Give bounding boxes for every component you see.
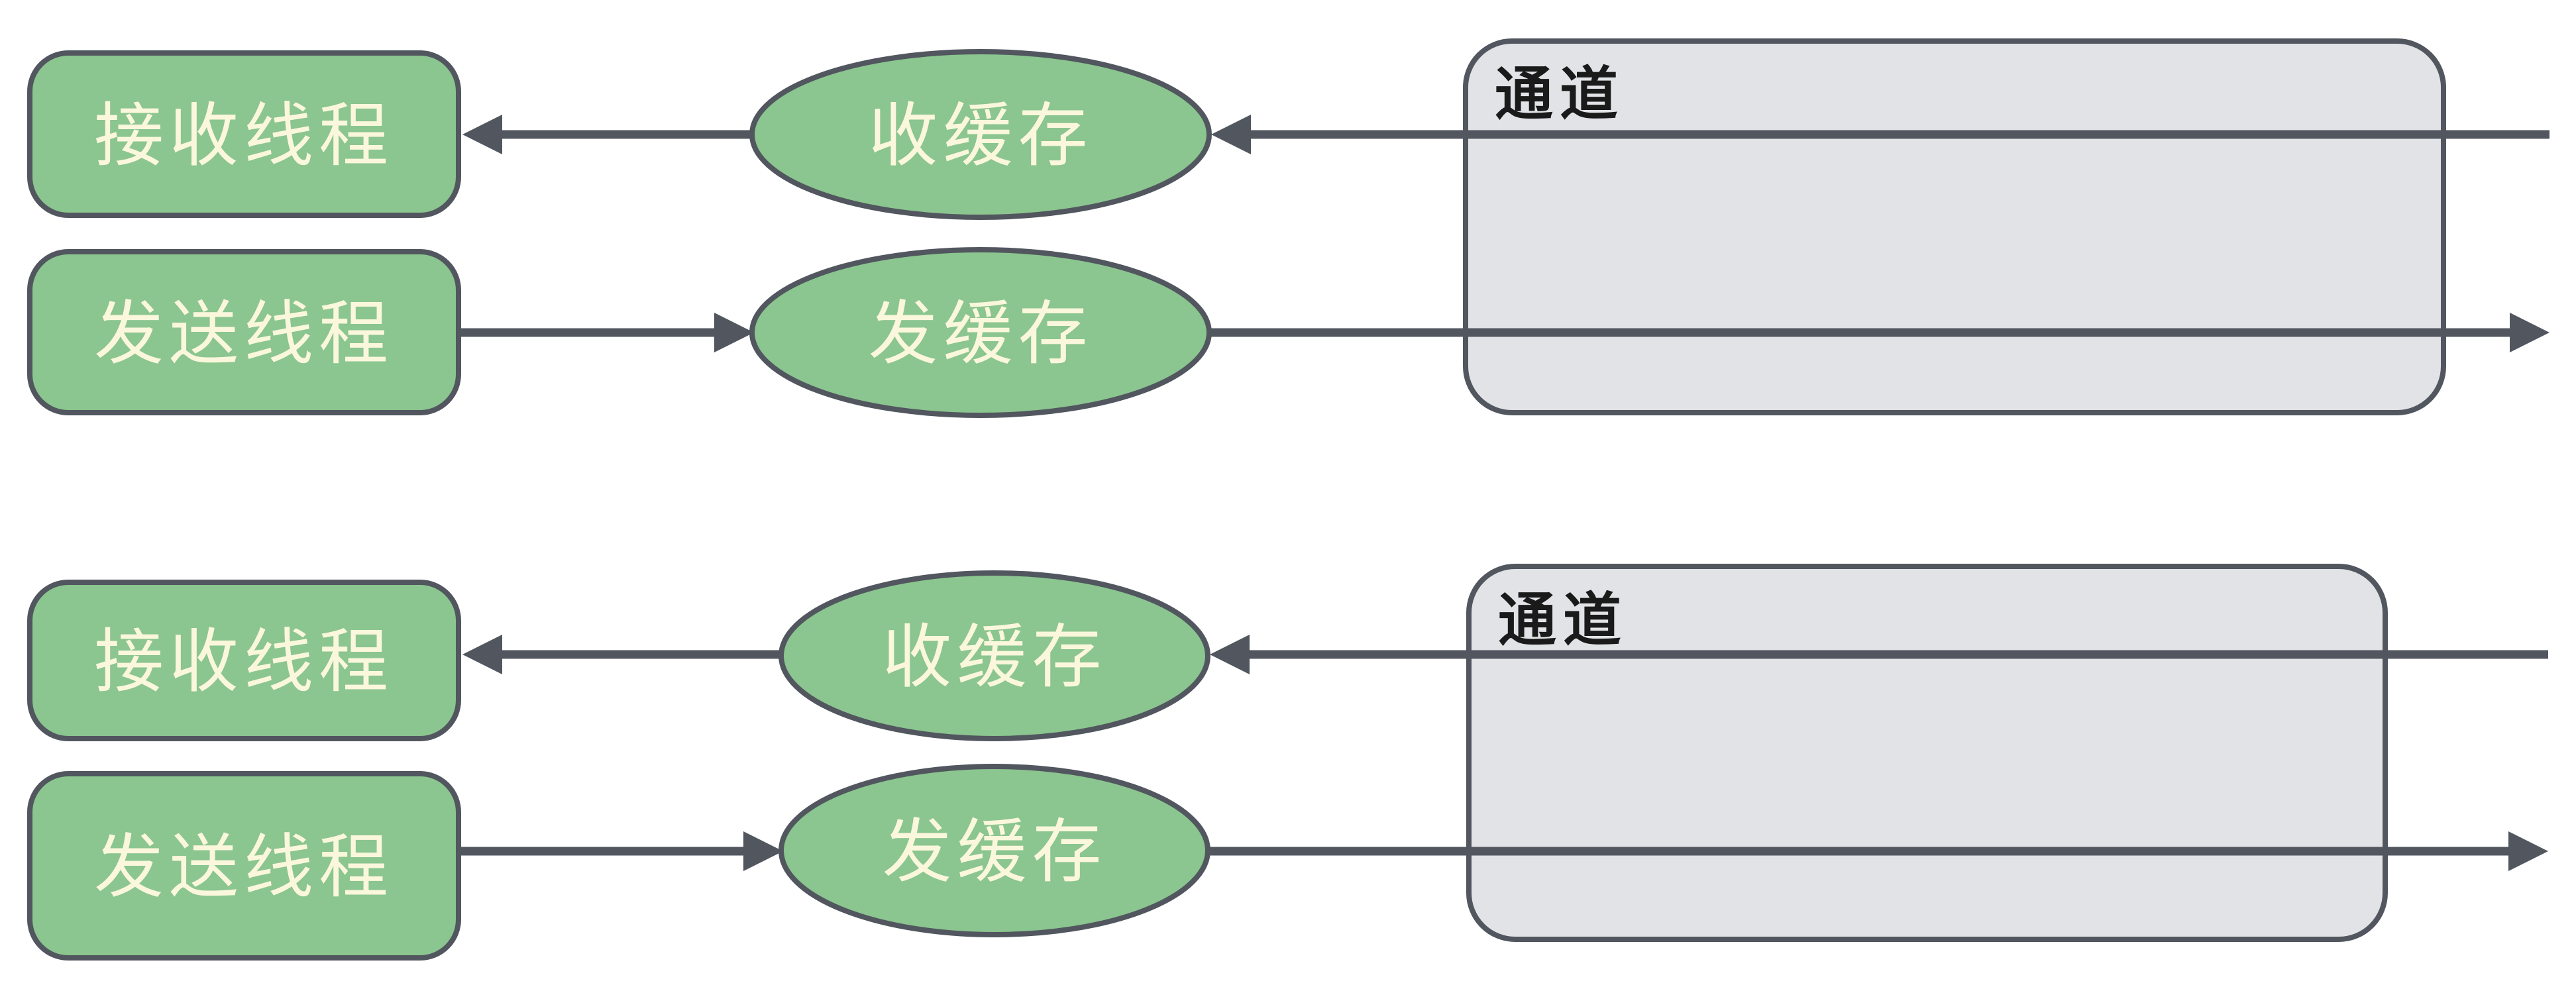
channel-label-2: 通道 — [1498, 586, 1628, 654]
send-thread-box-2 — [27, 771, 461, 961]
receive-buffer-ellipse-2 — [778, 570, 1210, 741]
diagram-group-2: 接收线程 发送线程 收缓存 发缓存 通道 — [27, 564, 2548, 961]
send-buffer-ellipse-2 — [778, 764, 1210, 937]
receive-thread-label-2: 接收线程 — [94, 621, 394, 702]
send-thread-label-1: 发送线程 — [94, 293, 394, 374]
receive-buffer-label-1: 收缓存 — [868, 95, 1093, 176]
send-buffer-label-2: 发缓存 — [882, 811, 1106, 892]
channel-label-1: 通道 — [1495, 60, 1625, 129]
channel-box-2 — [1466, 564, 2388, 942]
arrowhead-outgoing-right-1-icon — [2510, 313, 2549, 352]
arrowhead-into-receive-buffer-2-icon — [1210, 635, 1250, 674]
receive-buffer-ellipse-1 — [749, 49, 1212, 220]
send-thread-label-2: 发送线程 — [94, 827, 394, 908]
receive-thread-box-2 — [27, 580, 461, 741]
send-thread-box-1 — [27, 249, 461, 415]
send-buffer-label-1: 发缓存 — [868, 293, 1093, 374]
receive-buffer-label-2: 收缓存 — [882, 617, 1106, 698]
arrowhead-into-send-buffer-2-icon — [743, 831, 783, 871]
arrowhead-into-send-buffer-1-icon — [714, 313, 754, 352]
arrowhead-into-receive-thread-1-icon — [462, 115, 502, 154]
arrowhead-into-receive-thread-2-icon — [462, 635, 502, 674]
arrowhead-into-receive-buffer-1-icon — [1211, 115, 1251, 154]
receive-thread-label-1: 接收线程 — [94, 95, 394, 176]
receive-thread-box-1 — [27, 50, 461, 218]
send-buffer-ellipse-1 — [749, 247, 1212, 418]
diagram-group-1: 接收线程 发送线程 收缓存 发缓存 通道 — [27, 38, 2549, 418]
arrowhead-outgoing-right-2-icon — [2508, 831, 2548, 871]
